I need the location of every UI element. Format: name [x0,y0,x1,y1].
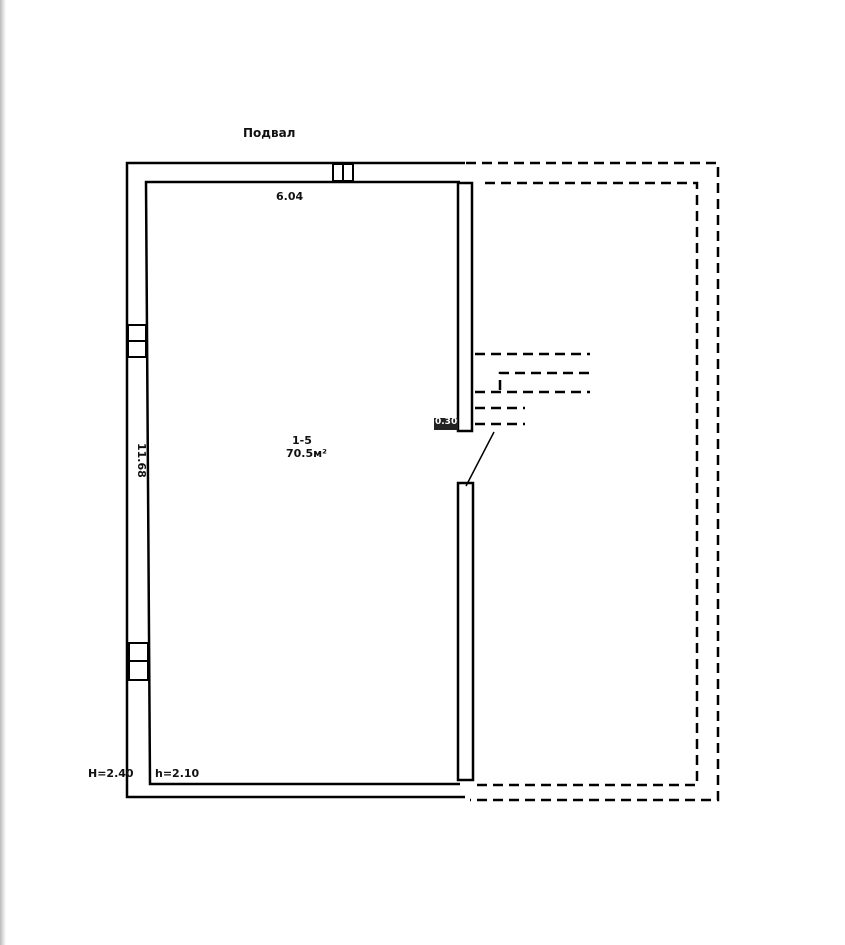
right-wall-upper [456,181,474,433]
dashed-outer [466,161,720,802]
dimension-top-wall: 6.04 [276,190,304,203]
outer-height: H=2.40 [88,767,134,780]
right-wall-lower [456,481,475,782]
inner-height: h=2.10 [155,767,200,780]
plan-title: Подвал [243,126,296,140]
room-id: 1-5 [292,434,312,447]
dimension-left-wall: 11.68 [135,443,148,478]
scan-edge-shadow [0,0,6,945]
solid-walls [125,161,495,799]
windows [127,163,354,681]
door-swing [465,431,495,487]
dashed-inner [475,181,699,787]
stair-2 [498,371,590,390]
inner-wall [144,180,460,786]
dimension-wall-segment: 0.30 [435,417,458,427]
dashed-outline [466,161,720,802]
room-area: 70.5м² [286,447,327,460]
outer-wall [125,161,465,799]
wall-thickness-marker [434,418,458,430]
